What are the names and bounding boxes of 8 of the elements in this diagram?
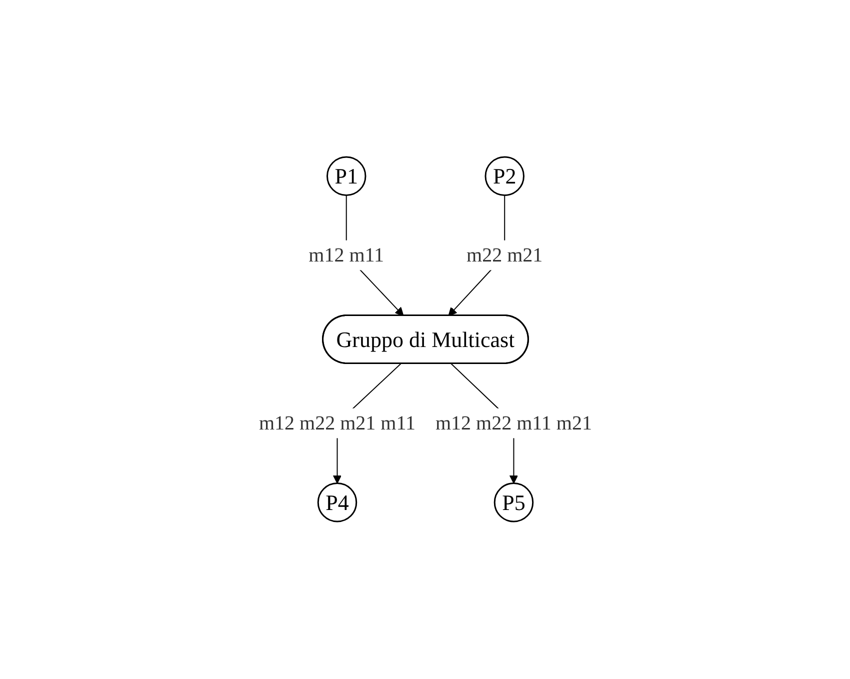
- node-circle: P4: [316, 482, 357, 522]
- node-circle: P2: [484, 156, 524, 196]
- node-circle: P1: [326, 156, 366, 196]
- edge-label: m12 m11: [308, 244, 384, 266]
- edge-label: m22 m21: [466, 244, 542, 266]
- node-circle: P5: [493, 482, 534, 522]
- edge-label: m12 m22 m21 m11: [258, 412, 415, 434]
- edge-label: m12 m22 m11 m21: [435, 412, 592, 434]
